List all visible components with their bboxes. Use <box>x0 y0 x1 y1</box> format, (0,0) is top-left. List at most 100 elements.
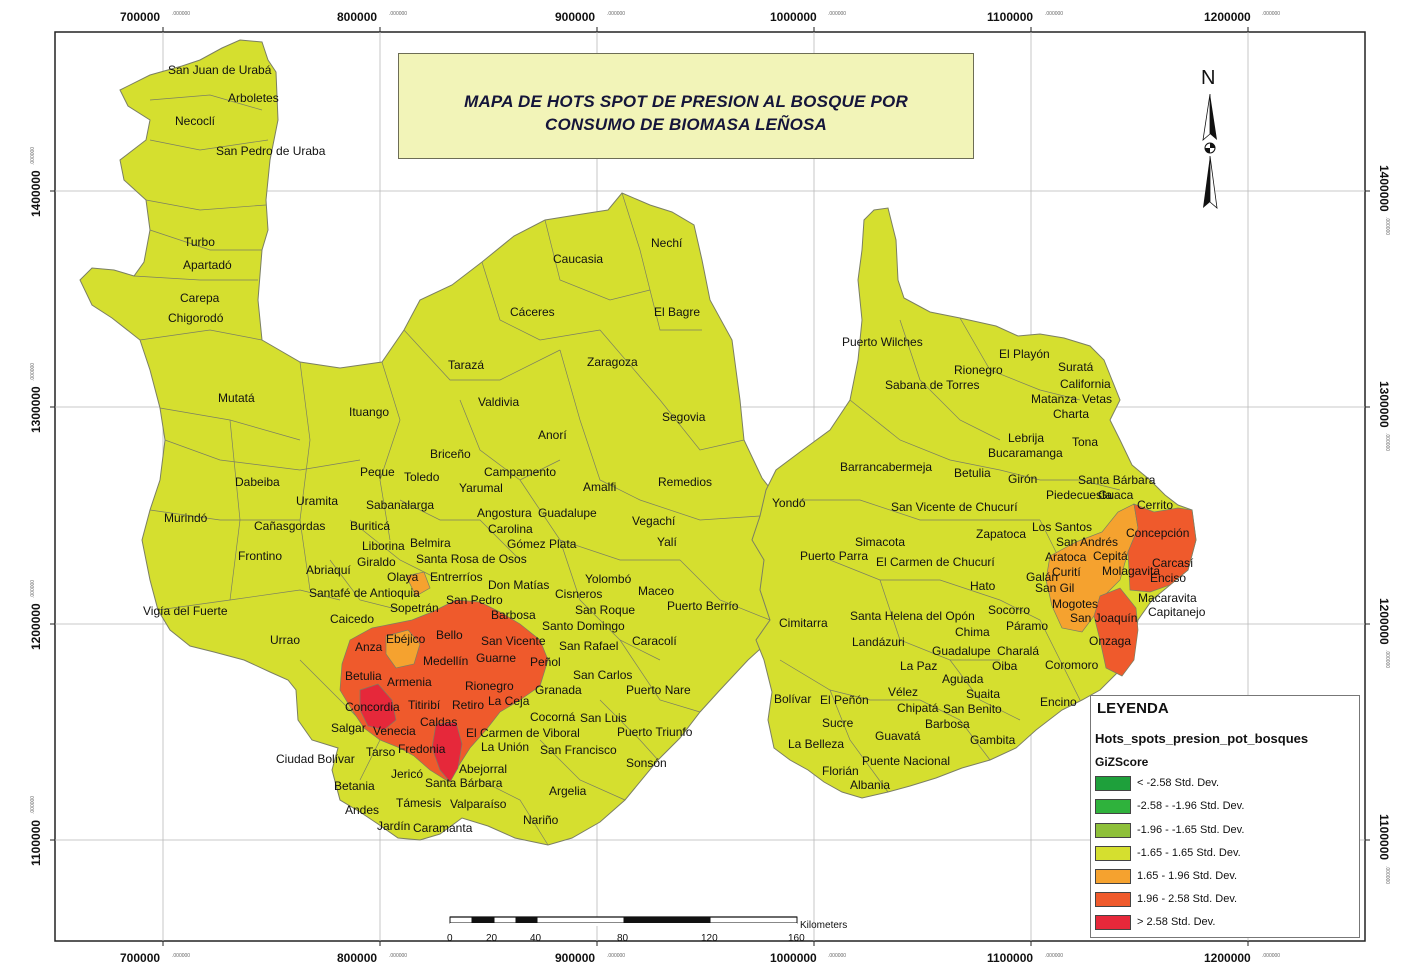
x-coord-suffix: .000000 <box>172 11 190 17</box>
place-label: San Andrés <box>1056 535 1118 549</box>
place-label: La Unión <box>481 740 529 754</box>
place-label: La Belleza <box>788 737 844 751</box>
place-label: Andes <box>345 803 379 817</box>
coord-labels-left: 1400000 .000000 1300000 .000000 1200000 … <box>29 147 43 866</box>
legend-item: -1.96 - -1.65 Std. Dev. <box>1095 823 1355 839</box>
place-label: San Pedro <box>446 593 503 607</box>
x-coord-label: 1200000 <box>1204 951 1251 965</box>
legend-item-label: < -2.58 Std. Dev. <box>1137 777 1220 789</box>
place-label: Valdivia <box>478 395 519 409</box>
scale-tick-label: 160 <box>788 933 805 944</box>
x-coord-suffix: .000000 <box>1262 953 1280 959</box>
place-label: San Pedro de Uraba <box>216 144 326 158</box>
place-label: Guaca <box>1098 488 1134 502</box>
place-label: Santafé de Antioquia <box>309 586 420 600</box>
place-label: Yondó <box>772 496 806 510</box>
place-label: Nariño <box>523 813 559 827</box>
place-label: Puente Nacional <box>862 754 950 768</box>
place-label: Coromoro <box>1045 658 1099 672</box>
north-label: N <box>1201 67 1215 89</box>
place-label: Los Santos <box>1032 520 1092 534</box>
place-label: Tona <box>1072 435 1098 449</box>
place-label: Santa Helena del Opón <box>850 609 975 623</box>
place-label: Hato <box>970 579 996 593</box>
place-label: El Peñón <box>820 693 869 707</box>
hotspot-medium <box>385 629 421 669</box>
hotspots-santander <box>1045 503 1197 677</box>
place-label: Puerto Nare <box>626 683 691 697</box>
hotspots-antioquia <box>339 571 549 783</box>
place-label: El Bagre <box>654 305 700 319</box>
scale-tick-label: 40 <box>530 933 542 944</box>
x-coord-label: 900000 <box>555 951 595 965</box>
santander-region[interactable] <box>751 207 1197 799</box>
legend-swatch <box>1095 776 1131 791</box>
x-coord-label: 1200000 <box>1204 10 1251 24</box>
place-label: Olaya <box>387 570 419 584</box>
place-label: Puerto Triunfo <box>617 725 693 739</box>
place-label: Guavatá <box>875 729 921 743</box>
place-label: Encino <box>1040 695 1077 709</box>
place-label: Aguada <box>942 672 984 686</box>
place-label: Entrerríos <box>430 570 483 584</box>
x-coord-suffix: .000000 <box>172 953 190 959</box>
legend-item-label: -1.65 - 1.65 Std. Dev. <box>1137 847 1241 859</box>
place-label: Uramita <box>296 494 338 508</box>
scale-tick-label: 20 <box>486 933 498 944</box>
x-coord-suffix: .000000 <box>607 11 625 17</box>
place-label: Macaravita <box>1138 591 1197 605</box>
legend-swatch <box>1095 823 1131 838</box>
place-label: Amalfi <box>583 480 616 494</box>
place-label: Urrao <box>270 633 300 647</box>
scale-tick-label: 80 <box>617 933 629 944</box>
place-label: Remedios <box>658 475 712 489</box>
place-label: Gómez Plata <box>507 537 577 551</box>
place-label: Concordia <box>345 700 400 714</box>
place-label: Charta <box>1053 407 1089 421</box>
legend-swatch <box>1095 869 1131 884</box>
place-label: Bolívar <box>774 692 811 706</box>
legend-layer-name: Hots_spots_presion_pot_bosques <box>1095 731 1309 746</box>
y-coord-label: 1300000 <box>29 386 43 433</box>
place-label: Vegachí <box>632 514 676 528</box>
legend-title: LEYENDA <box>1097 700 1169 717</box>
place-label: Tarazá <box>448 358 484 372</box>
x-coord-label: 1000000 <box>770 951 817 965</box>
place-label: Páramo <box>1006 619 1048 633</box>
place-label: Peque <box>360 465 395 479</box>
place-label: Arboletes <box>228 91 279 105</box>
place-label: Cepitá <box>1093 549 1128 563</box>
antioquia-region[interactable] <box>79 39 825 846</box>
y-coord-label: 1100000 <box>1377 814 1391 860</box>
place-label: San Francisco <box>540 743 617 757</box>
place-label: Sopetrán <box>390 601 439 615</box>
place-label: Barbosa <box>491 608 536 622</box>
legend: LEYENDA Hots_spots_presion_pot_bosques G… <box>1090 695 1360 938</box>
x-coord-suffix: .000000 <box>389 953 407 959</box>
place-label: San Carlos <box>573 668 632 682</box>
y-coord-suffix: .000000 <box>30 580 36 598</box>
x-coord-suffix: .000000 <box>389 11 407 17</box>
legend-item: -1.65 - 1.65 Std. Dev. <box>1095 846 1355 862</box>
place-label: Frontino <box>238 549 282 563</box>
place-label: San Roque <box>575 603 635 617</box>
legend-field-name: GiZScore <box>1095 755 1149 769</box>
place-label: San Vicente <box>481 634 546 648</box>
place-label: Barbosa <box>925 717 970 731</box>
place-label: Santa Rosa de Osos <box>416 552 527 566</box>
place-label: Caucasia <box>553 252 603 266</box>
place-label: Carolina <box>488 522 533 536</box>
place-label: Nechí <box>651 236 683 250</box>
x-coord-label: 700000 <box>120 951 160 965</box>
place-label: Anza <box>355 640 383 654</box>
place-label: Molagavita <box>1102 564 1160 578</box>
place-label: Santa Bárbara <box>1078 473 1156 487</box>
place-label: Abejorral <box>459 762 507 776</box>
y-coord-label: 1400000 <box>1377 165 1391 212</box>
place-label: Onzaga <box>1089 634 1131 648</box>
y-coord-suffix: .000000 <box>30 796 36 814</box>
place-label: Granada <box>535 683 582 697</box>
place-label: Florián <box>822 764 859 778</box>
place-label: Abriaquí <box>306 563 351 577</box>
y-coord-suffix: .000000 <box>1384 433 1390 451</box>
